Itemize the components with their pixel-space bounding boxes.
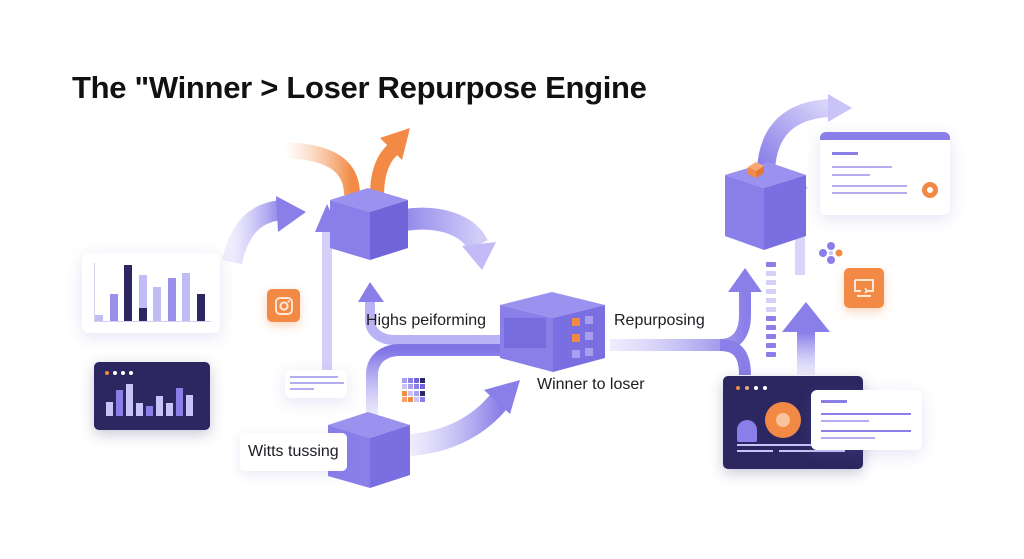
label-repurposing: Repurposing	[614, 312, 705, 329]
dark-bar-chart	[106, 384, 200, 416]
grid-cell	[420, 384, 425, 390]
card-header-bar	[820, 132, 950, 140]
figure-shape	[737, 420, 757, 442]
orange-arrow-head	[380, 128, 410, 160]
chart-bar	[126, 384, 133, 416]
meter-segment	[766, 307, 776, 312]
stack-meter	[766, 262, 776, 357]
label-winner-to-loser: Winner to loser	[537, 376, 645, 393]
grid-cell	[402, 396, 407, 402]
sparkle-icon	[819, 242, 843, 264]
chart-bar	[109, 294, 118, 321]
cube-top-right	[725, 162, 806, 250]
chart-bar	[196, 294, 205, 321]
meter-segment	[766, 334, 776, 339]
grid-cell	[420, 396, 425, 402]
chart-bar	[138, 275, 147, 321]
arrow-bottom-to-center	[408, 392, 509, 456]
grid-cell	[414, 390, 419, 396]
chart-bar	[166, 403, 173, 416]
chart-bar	[116, 390, 123, 416]
chart-bar	[146, 406, 153, 416]
meter-segment	[766, 289, 776, 294]
meter-segment	[766, 271, 776, 276]
arrow-chart-to-cube	[222, 200, 284, 265]
monitor-icon	[854, 279, 874, 297]
grid-cell	[420, 390, 425, 396]
meter-segment	[766, 298, 776, 303]
meter-segment	[766, 280, 776, 285]
grid-cell	[402, 390, 407, 396]
chart-bar	[136, 402, 143, 416]
arrow-cube-right	[403, 207, 488, 251]
indicator-dot	[572, 334, 580, 342]
target-icon	[922, 182, 938, 198]
arrow-head-up	[728, 268, 762, 292]
branch-high-performing	[365, 300, 505, 345]
disc-icon	[765, 402, 801, 438]
meter-segment	[766, 262, 776, 267]
chart-bar	[156, 396, 163, 416]
label-witts-tussing: Witts tussing	[240, 433, 347, 471]
branch-down-to-screen	[719, 339, 751, 376]
instagram-icon	[274, 296, 293, 315]
chart-bar	[106, 401, 113, 416]
arrow-head	[828, 94, 852, 122]
window-dot	[105, 371, 109, 375]
monitor-tile[interactable]	[844, 268, 884, 308]
text-card	[811, 390, 922, 450]
grid-cell	[408, 378, 413, 383]
orange-arrow-in	[284, 142, 360, 196]
list-card	[285, 370, 347, 398]
grid-cell	[414, 378, 419, 383]
arrow-head-up	[782, 302, 830, 332]
orange-arrow-out	[370, 142, 400, 196]
arrow-top-right	[757, 99, 831, 171]
vertical-connector	[322, 215, 332, 375]
arrow-head	[276, 196, 306, 232]
chart-bar	[176, 387, 183, 416]
cube-top	[330, 188, 408, 260]
dark-chart-card	[94, 362, 210, 430]
chart-bar	[182, 272, 190, 321]
chart-bar	[124, 265, 132, 321]
content-card	[820, 132, 950, 215]
instagram-tile[interactable]	[267, 289, 300, 322]
grid-cell	[408, 396, 413, 402]
label-high-performing: Highs peiforming	[366, 312, 487, 329]
meter-segment	[766, 325, 776, 330]
chart-bar	[167, 278, 176, 321]
grid-cell	[402, 378, 407, 383]
branch-to-bottom	[366, 344, 505, 420]
meter-segment	[766, 316, 776, 321]
chart-bar	[95, 315, 103, 321]
window-dot	[129, 371, 133, 375]
grid-cell	[414, 384, 419, 390]
cube-center	[500, 292, 605, 372]
indicator-dot	[572, 318, 580, 326]
window-dot	[121, 371, 125, 375]
window-dots	[736, 386, 767, 390]
grid-cell	[408, 390, 413, 396]
meter-segment	[766, 352, 776, 357]
chart-bar-segment	[138, 307, 147, 321]
arrow-head	[484, 380, 520, 414]
grid-cell	[414, 396, 419, 402]
grid-icon	[402, 378, 426, 402]
chart-bar	[153, 287, 161, 321]
window-dots	[105, 371, 133, 375]
grid-cell	[408, 384, 413, 390]
grid-cell	[402, 384, 407, 390]
bar-chart	[94, 263, 211, 322]
grid-cell	[420, 378, 425, 383]
page-title: The "Winner > Loser Repurpose Engine	[72, 70, 647, 105]
chart-bar	[186, 395, 193, 416]
arrow-head	[462, 242, 496, 270]
window-dot	[113, 371, 117, 375]
meter-segment	[766, 343, 776, 348]
up-arrow-shaft	[797, 330, 815, 375]
arrow-head-up	[358, 282, 384, 302]
bar-chart-card	[82, 253, 220, 333]
